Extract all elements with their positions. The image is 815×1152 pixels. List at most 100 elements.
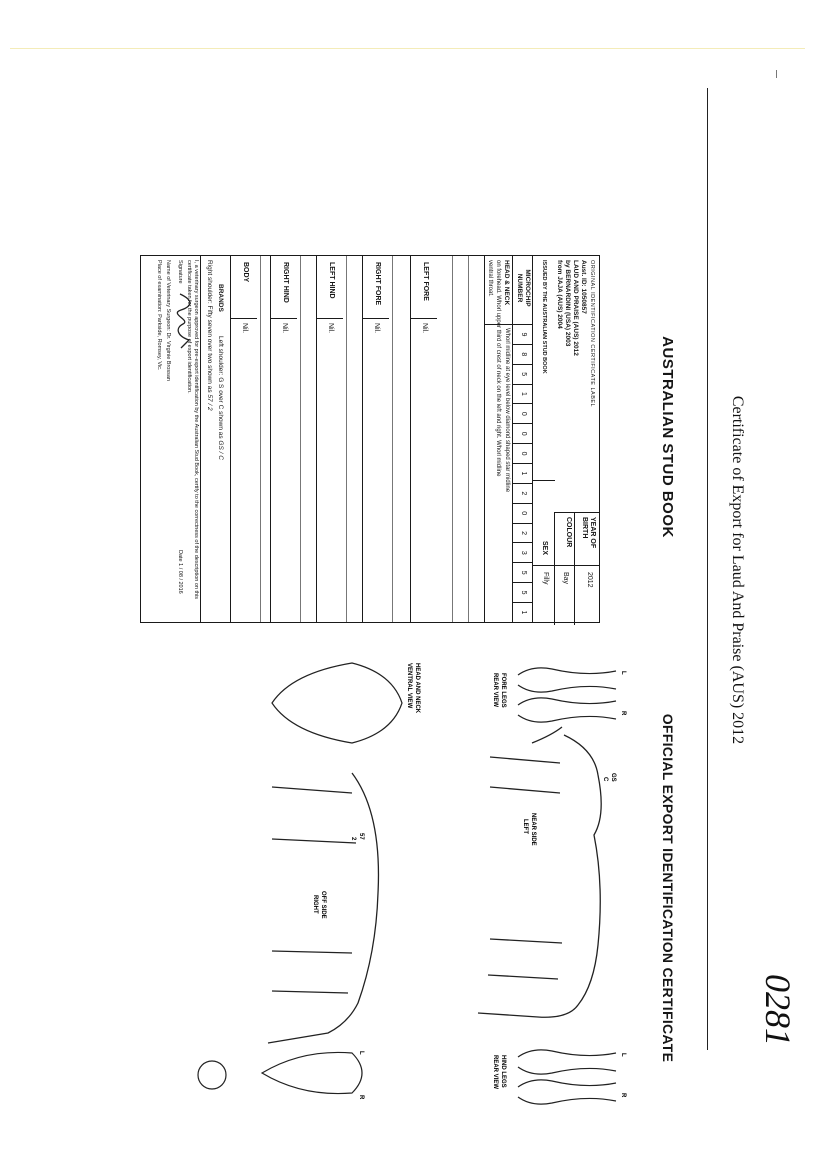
table-header: ORIGINAL IDENTIFICATION CERTIFICATE LABE… [532, 256, 599, 625]
brand-right-mark: 57 / 2 [206, 394, 213, 411]
place-line: Place of examination: Parkside, Romsey, … [156, 260, 162, 371]
side-rule [707, 88, 708, 1050]
head-front-right-mark: R [358, 1095, 364, 1100]
issued-by: ISSUED BY THE AUSTRALIAN STUD BOOK [541, 260, 547, 374]
microchip-digit: 0 [513, 423, 533, 444]
head-neck-row: HEAD & NECK Whorl midline at eye level b… [484, 256, 513, 622]
near-side-gs-brand: GS [610, 773, 616, 782]
near-side-label: NEAR SIDE [530, 813, 536, 846]
date-value: 1 / 08 / 2016 [177, 563, 183, 594]
head-neck-label: HEAD AND NECK [414, 663, 420, 714]
colour-label: COLOUR [565, 517, 572, 548]
head-neck-ventral-view: HEAD AND NECK VENTRAL VIEW [271, 662, 420, 744]
horse-name-line: LAUD AND PRAISE (AUS) 2012 [572, 260, 579, 356]
head-neck-label: HEAD & NECK [503, 260, 510, 306]
left-hind-value: Nil. [317, 318, 343, 334]
right-fore-value: Nil. [363, 318, 389, 334]
left-fore-row: LEFT FORE Nil. [410, 256, 437, 622]
microchip-digit: 3 [513, 542, 533, 563]
colour-cell: COLOUR Bay [554, 512, 575, 625]
body-row: BODY Nil. [230, 256, 257, 622]
date-label: Date [177, 550, 183, 562]
off-side-horse: OFF SIDE RIGHT 57 2 [267, 772, 380, 1044]
export-certificate: AUSTRALIAN STUD BOOK OFFICIAL EXPORT IDE… [100, 243, 680, 1133]
ruled-line [452, 256, 453, 622]
near-side-horse: NEAR SIDE LEFT GS C [477, 726, 616, 1018]
head-neck-sub-label: VENTRAL VIEW [406, 663, 412, 709]
microchip-digit: 1 [513, 463, 533, 483]
colour-value: Bay [555, 565, 575, 585]
microchip-digit: 5 [513, 582, 533, 603]
brand-right-description: Right shoulder: Fifty seven over two sho… [206, 260, 213, 411]
microchip-digit: 0 [513, 403, 533, 424]
horse-markings-diagram: FORE LEGS REAR VIEW L R NEAR SIDE LEFT G… [197, 662, 626, 1105]
hind-legs-sub-label: REAR VIEW [492, 1055, 498, 1089]
near-side-sub-label: LEFT [522, 819, 528, 834]
microchip-digit: 1 [513, 602, 533, 622]
horse-dam-line: from JAJA (AUS) 2004 [556, 260, 563, 329]
right-hind-value: Nil. [271, 318, 297, 334]
hind-legs-label: HIND LEGS [500, 1055, 506, 1088]
right-hind-row: RIGHT HIND Nil. [270, 256, 297, 622]
head-neck-second-line: on forehead. Whorl upper third of crest … [495, 260, 501, 477]
fore-legs-rear-view: FORE LEGS REAR VIEW L R [492, 667, 626, 723]
year-of-birth-value: 2012 [575, 565, 599, 588]
brand-left-text: Left shoulder: G S over C shown as [217, 336, 224, 439]
brand-left-description: Left shoulder: G S over C shown as GS / … [217, 336, 224, 460]
off-side-sub-label: RIGHT [312, 895, 318, 914]
left-fore-label: LEFT FORE [422, 262, 429, 301]
top-rule [10, 48, 805, 49]
ruled-line [300, 256, 301, 622]
hind-legs-left-mark: L [620, 1053, 626, 1057]
head-front-left-mark: L [358, 1051, 364, 1055]
vet-name-line: Name of Veterinary Surgeon: Dr. Virginie… [165, 260, 171, 381]
microchip-digit: 9 [513, 324, 533, 344]
microchip-digit: 0 [513, 443, 533, 464]
identification-table: ORIGINAL IDENTIFICATION CERTIFICATE LABE… [140, 255, 600, 625]
left-hind-row: LEFT HIND Nil. [316, 256, 343, 622]
ruled-line [392, 256, 393, 622]
off-side-label: OFF SIDE [320, 891, 326, 919]
body-value: Nil. [231, 318, 257, 334]
fore-legs-right-mark: R [620, 711, 626, 716]
year-of-birth-cell: YEAR OF BIRTH 2012 [574, 512, 599, 625]
fore-legs-sub-label: REAR VIEW [492, 673, 498, 707]
ruled-line [468, 256, 469, 622]
off-side-57-brand: 57 [358, 833, 364, 840]
right-fore-label: RIGHT FORE [374, 262, 381, 306]
hind-legs-rear-view: HIND LEGS REAR VIEW L R [492, 1049, 626, 1105]
signature-label: Signature [177, 260, 183, 284]
sex-cell: SEX Filly [533, 480, 555, 625]
right-fore-row: RIGHT FORE Nil. [362, 256, 389, 622]
horse-id-line: Aust. ID: 1050857 [580, 260, 587, 314]
microchip-digit: 2 [513, 482, 533, 503]
microchip-digit: 1 [513, 383, 533, 404]
year-of-birth-label: YEAR OF BIRTH [581, 517, 596, 549]
ruled-line [260, 256, 261, 622]
left-fore-value: Nil. [411, 318, 437, 334]
body-label: BODY [242, 262, 249, 283]
horse-details: Aust. ID: 1050857 LAUD AND PRAISE (AUS) … [555, 260, 587, 410]
microchip-digit: 0 [513, 502, 533, 523]
handwritten-reference-number: 0281 [758, 974, 798, 1046]
stud-book-title: AUSTRALIAN STUD BOOK [659, 336, 676, 538]
ruled-line [346, 256, 347, 622]
near-side-c-brand: C [602, 777, 608, 782]
brand-right-text: Right shoulder: Fifty seven over two sho… [206, 260, 213, 393]
head-front-view: L R [197, 1051, 364, 1100]
right-hind-label: RIGHT HIND [282, 262, 289, 303]
signature-scribble [176, 293, 191, 349]
off-side-2-brand: 2 [350, 837, 356, 841]
head-neck-third-line: ventral throat. [487, 260, 493, 297]
export-certificate-title: OFFICIAL EXPORT IDENTIFICATION CERTIFICA… [660, 713, 676, 1063]
microchip-label: MICROCHIP NUMBER [516, 269, 531, 307]
microchip-digit: 5 [513, 363, 533, 384]
stray-mark [776, 70, 777, 78]
brand-left-mark: GS / C [217, 440, 224, 460]
sex-value: Filly [533, 565, 555, 585]
microchip-digit: 8 [513, 343, 533, 364]
brands-row: BRANDS Left shoulder: G S over C shown a… [200, 256, 227, 622]
date-line: Date 1 / 08 / 2016 [176, 550, 183, 594]
